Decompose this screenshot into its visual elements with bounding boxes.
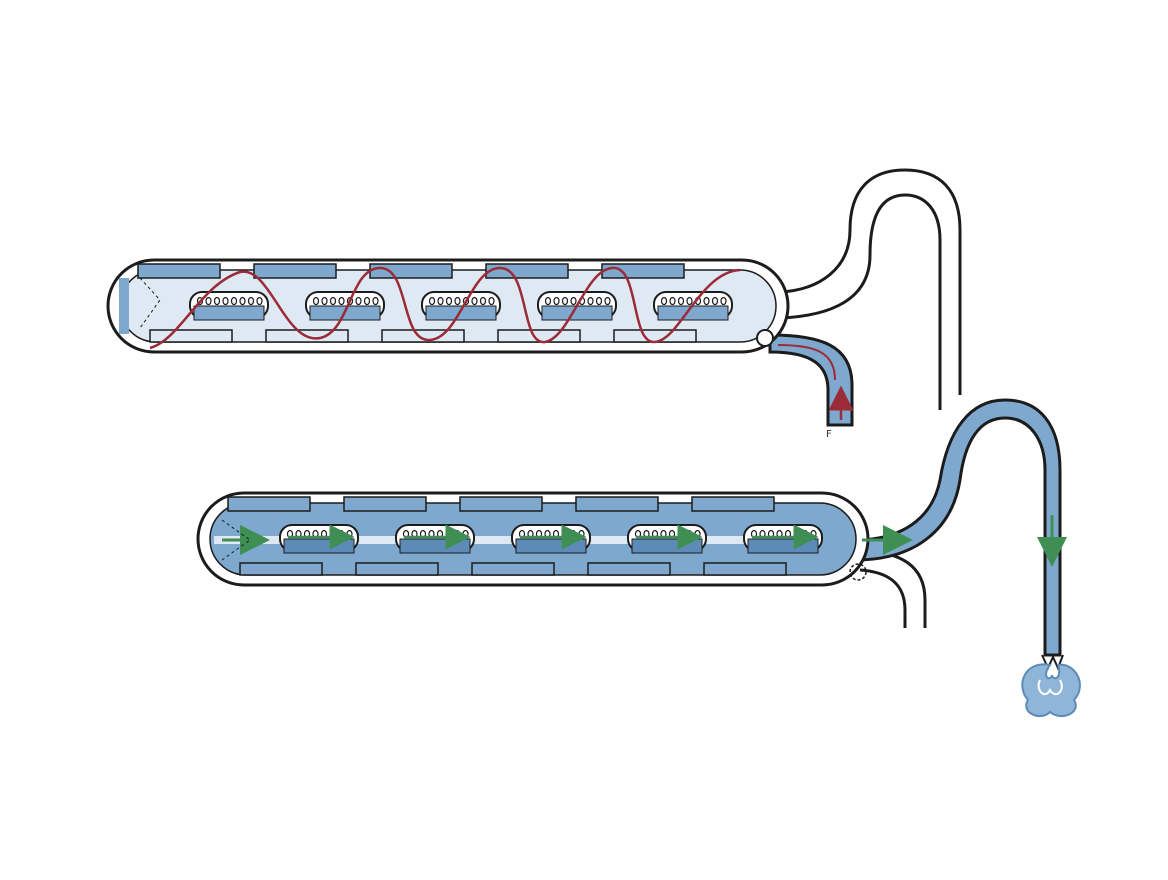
fin-plate (149, 329, 233, 343)
module-hole (686, 296, 693, 306)
module-hole (363, 296, 371, 306)
module-hole (321, 296, 328, 306)
module-hole (196, 296, 204, 306)
heating-coil (149, 266, 741, 350)
fin-plate (471, 562, 555, 576)
module-hole (553, 296, 560, 306)
module-hole (720, 296, 727, 306)
module-base (283, 538, 355, 554)
fin-plate (369, 263, 453, 279)
module-base (631, 538, 703, 554)
module-hole (256, 296, 263, 306)
blue-inlet-pipe: F (768, 333, 854, 440)
fin-plate (343, 496, 427, 512)
module-hole (561, 296, 569, 306)
module-hole (595, 296, 603, 306)
fin-plate (459, 496, 543, 512)
blue-outlet-pipe (853, 398, 1062, 657)
fin-plate (485, 263, 569, 279)
module-base (515, 538, 587, 554)
bottom-return-pipe (859, 548, 927, 628)
fin-plate (575, 496, 659, 512)
module-hole (329, 296, 337, 306)
bottom-tube (196, 491, 913, 587)
module-hole (711, 296, 719, 306)
module-hole (587, 296, 594, 306)
module-hole (479, 296, 487, 306)
module-hole (445, 296, 453, 306)
module-hole (205, 296, 212, 306)
module-hole (346, 296, 354, 306)
fin-plate (253, 263, 337, 279)
module-hole (428, 296, 436, 306)
module-hole (239, 296, 246, 306)
top-tube-modules (189, 291, 733, 321)
module-hole (660, 296, 668, 306)
burner-flame-icon (1021, 654, 1081, 718)
module-hole (488, 296, 495, 306)
top-tube-end-cap (756, 329, 774, 347)
module-base (193, 305, 265, 321)
module-hole (703, 296, 710, 306)
module-hole (604, 296, 611, 306)
bottom-tube-fins (227, 496, 787, 576)
fin-plate (601, 263, 685, 279)
module-base (657, 305, 729, 321)
module-hole (544, 296, 552, 306)
bottom-tube-modules (279, 524, 823, 554)
fin-plate (691, 496, 775, 512)
fin-plate (613, 329, 697, 343)
fin-plate (703, 562, 787, 576)
module-hole (437, 296, 444, 306)
module-hole (338, 296, 345, 306)
module-hole (222, 296, 229, 306)
fin-plate (239, 562, 323, 576)
module-hole (471, 296, 478, 306)
small-label: F (826, 429, 832, 440)
module-hole (355, 296, 362, 306)
top-tube (106, 258, 790, 354)
fin-plate (587, 562, 671, 576)
module-base (747, 538, 819, 554)
fin-plate (355, 562, 439, 576)
module-hole (312, 296, 320, 306)
module-base (399, 538, 471, 554)
module-hole (454, 296, 461, 306)
module-hole (669, 296, 676, 306)
module-hole (677, 296, 685, 306)
module-hole (230, 296, 238, 306)
module-base (425, 305, 497, 321)
module-hole (213, 296, 221, 306)
module-base (541, 305, 613, 321)
module-hole (372, 296, 379, 306)
fin-plate (227, 496, 311, 512)
module-hole (247, 296, 255, 306)
fin-plate (137, 263, 221, 279)
module-hole (462, 296, 470, 306)
white-loop-pipe (779, 168, 962, 410)
module-hole (570, 296, 577, 306)
